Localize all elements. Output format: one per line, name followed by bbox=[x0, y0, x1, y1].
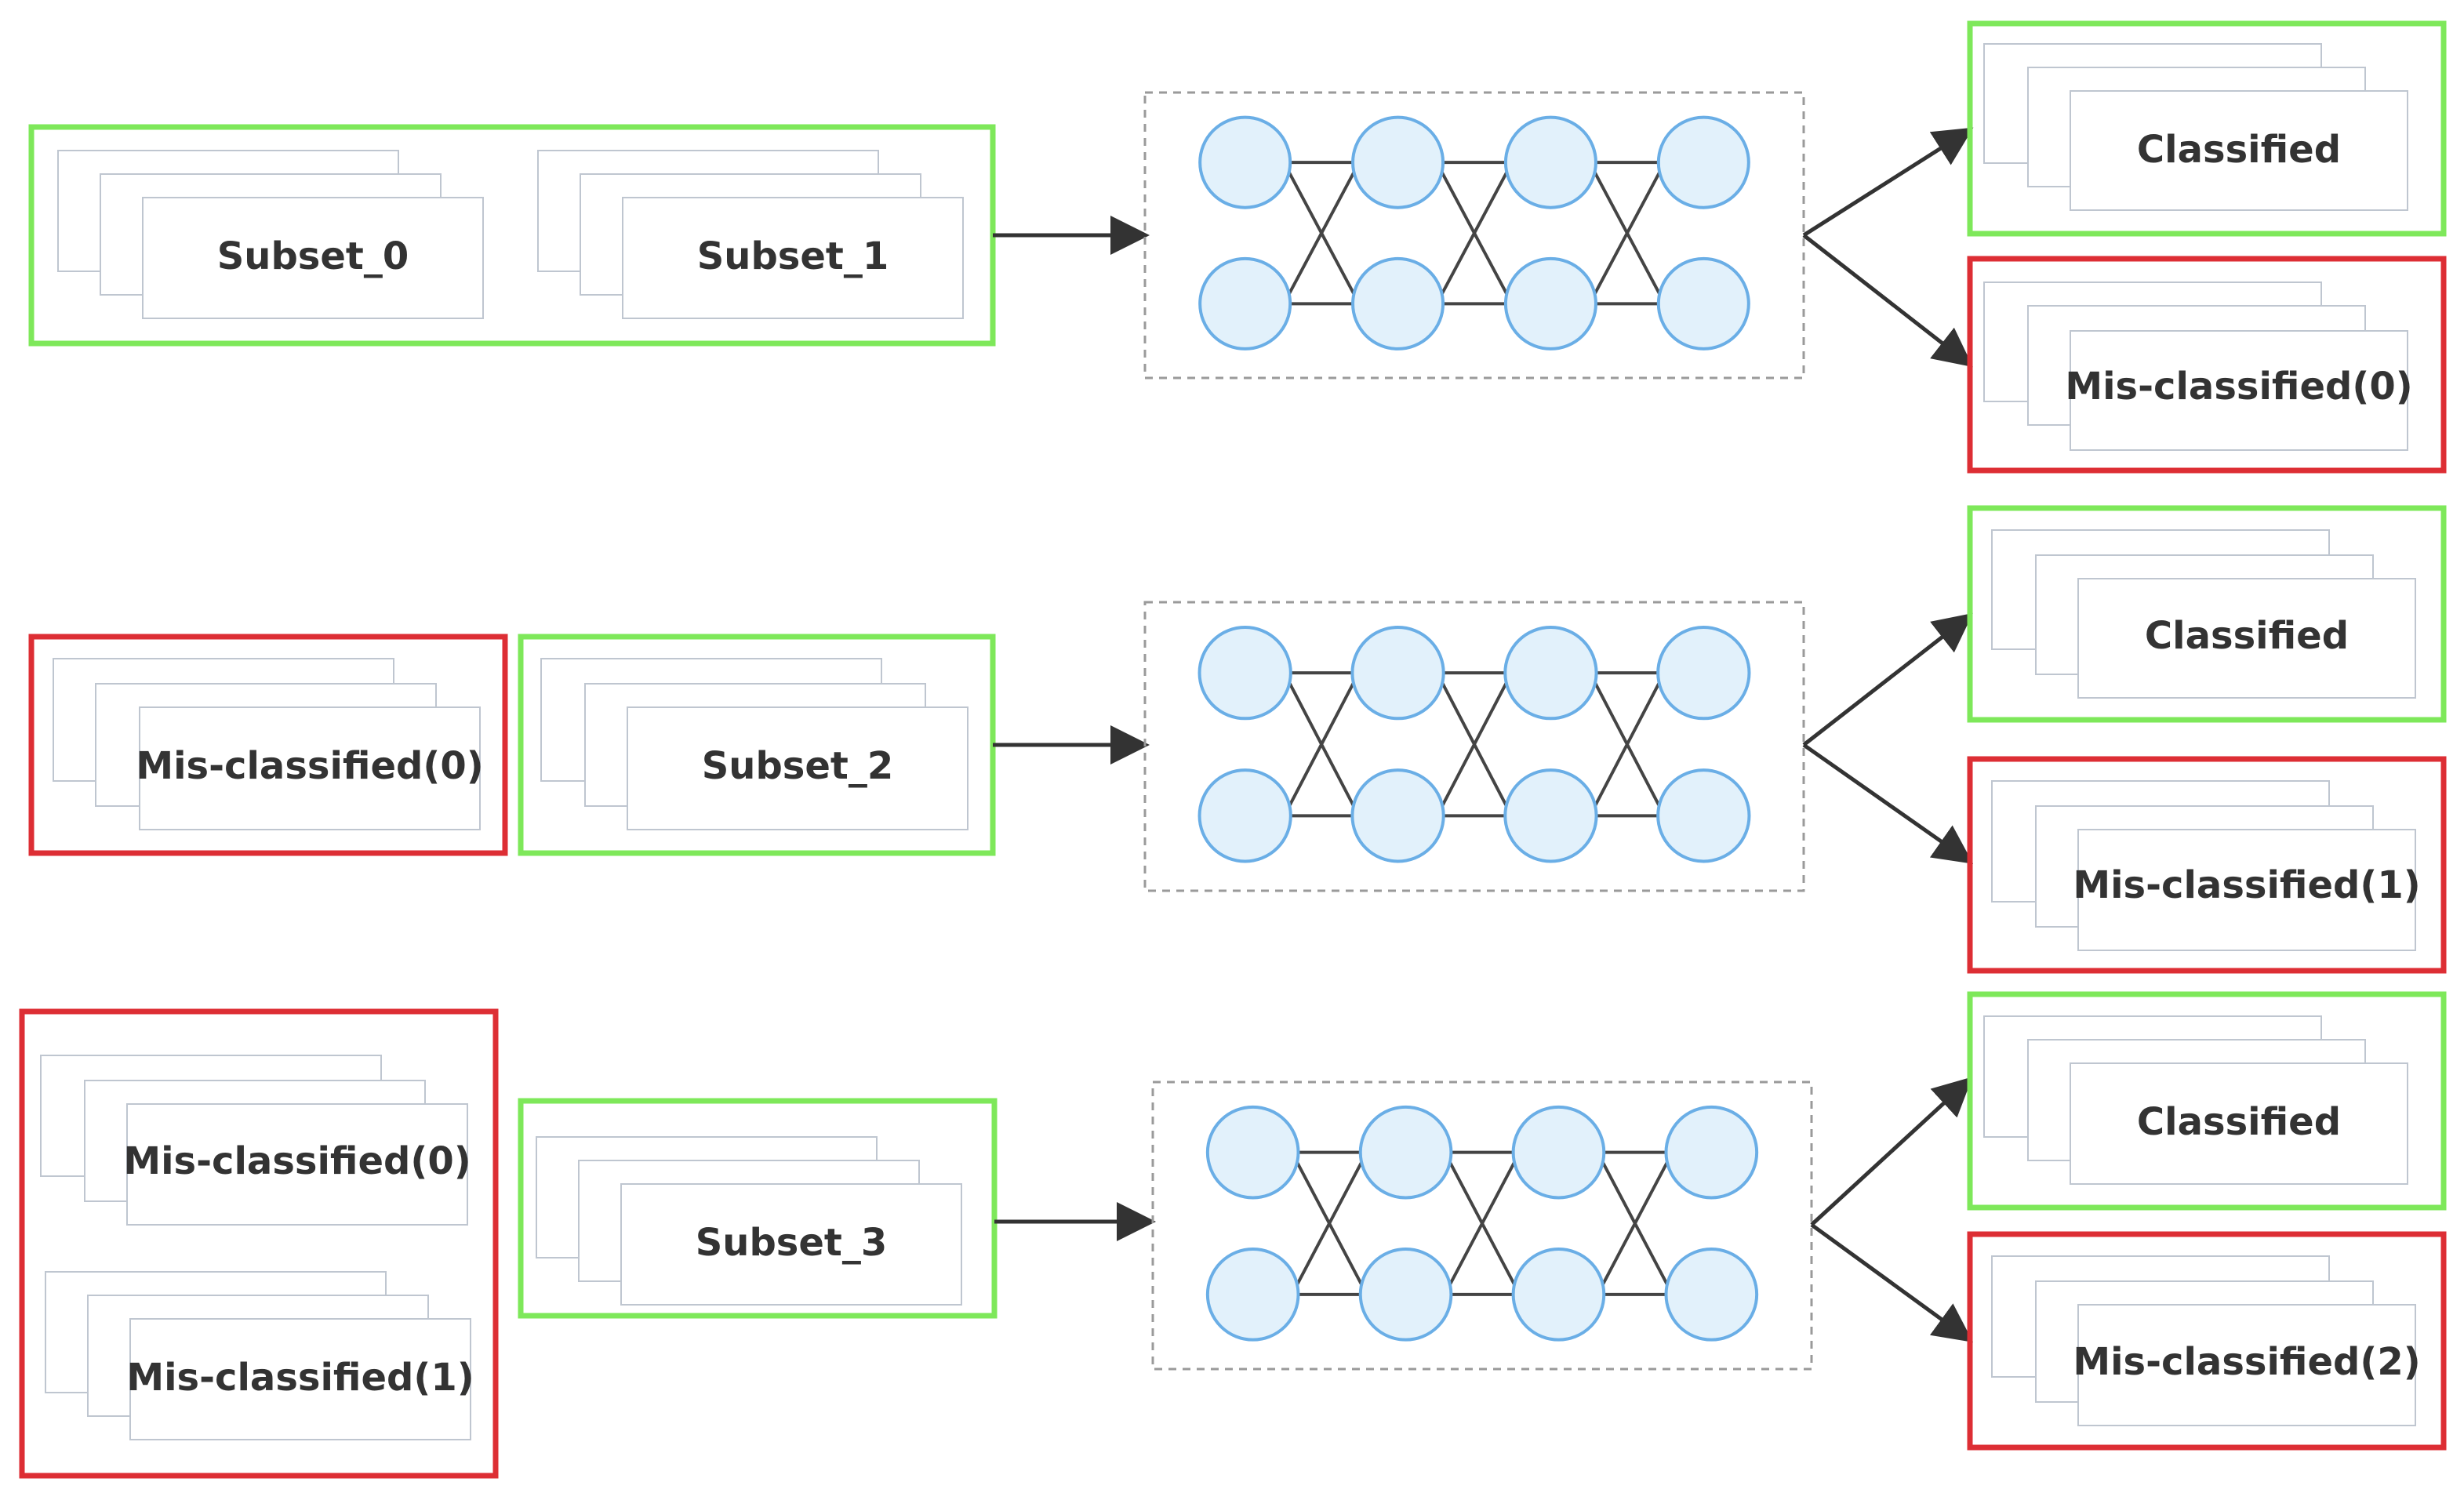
network-boundary bbox=[1151, 1081, 1813, 1371]
neuron-connection bbox=[1588, 162, 1666, 305]
card-stack-label: Mis-classified(0) bbox=[123, 1139, 471, 1183]
output-arrow-misclassified bbox=[1802, 234, 1973, 368]
card-stack: Classified bbox=[1983, 43, 2408, 211]
card-stack: Classified bbox=[1983, 1015, 2408, 1185]
neuron-connection bbox=[1435, 672, 1514, 817]
stack-card bbox=[2070, 1062, 2408, 1185]
card-stack-label: Subset_1 bbox=[697, 234, 889, 278]
neuron-connection bbox=[1282, 162, 1361, 305]
output-group-rejected bbox=[1967, 756, 2447, 974]
card-stack: Classified bbox=[1991, 529, 2416, 699]
stack-card bbox=[2070, 330, 2408, 451]
card-stack-label: Mis-classified(0) bbox=[136, 744, 483, 788]
neuron-node bbox=[1503, 768, 1598, 863]
neuron-node bbox=[1351, 115, 1445, 209]
card-stack-label: Classified bbox=[2137, 128, 2341, 172]
stack-card bbox=[2070, 90, 2408, 211]
input-group-accepted bbox=[518, 1098, 998, 1319]
stage-2: Mis-classified(0) Mis-classified(1) Subs… bbox=[19, 991, 2447, 1479]
card-stack: Subset_3 bbox=[536, 1136, 962, 1306]
card-stack: Mis-classified(2) bbox=[1991, 1255, 2421, 1426]
card-stack-label: Mis-classified(1) bbox=[2073, 863, 2420, 907]
neuron-node bbox=[1511, 1105, 1606, 1200]
stack-card bbox=[139, 706, 481, 830]
card-stack: Mis-classified(1) bbox=[1991, 780, 2421, 951]
neuron-node bbox=[1358, 1105, 1453, 1200]
output-group-accepted bbox=[1967, 991, 2447, 1211]
output-arrow-classified bbox=[1802, 127, 1974, 238]
card-stack-label: Mis-classified(2) bbox=[2073, 1340, 2420, 1384]
stack-card bbox=[142, 197, 484, 319]
card-stack-label: Subset_0 bbox=[217, 234, 409, 278]
neuron-node bbox=[1511, 1248, 1606, 1342]
card-stack: Mis-classified(0) bbox=[1983, 281, 2413, 451]
output-arrow-classified bbox=[1802, 612, 1973, 746]
stack-card bbox=[2077, 1304, 2416, 1426]
neural-network bbox=[1151, 1081, 1813, 1371]
stack-card bbox=[2077, 578, 2416, 699]
stack-card bbox=[129, 1318, 471, 1440]
neuron-connection bbox=[1596, 1151, 1674, 1295]
card-stack-label: Subset_2 bbox=[702, 744, 894, 788]
neuron-node bbox=[1351, 256, 1445, 350]
network-boundary bbox=[1143, 601, 1805, 892]
neuron-node bbox=[1197, 626, 1292, 721]
neuron-node bbox=[1205, 1248, 1300, 1342]
output-arrow-classified bbox=[1810, 1077, 1973, 1226]
neuron-node bbox=[1358, 1248, 1453, 1342]
neuron-connection bbox=[1282, 672, 1361, 817]
card-stack-label: Classified bbox=[2145, 614, 2349, 658]
stack-card bbox=[620, 1183, 962, 1306]
neuron-node bbox=[1503, 626, 1598, 721]
neuron-node bbox=[1197, 768, 1292, 863]
neuron-connection bbox=[1290, 1151, 1368, 1295]
neuron-node bbox=[1656, 115, 1750, 209]
card-stack: Mis-classified(1) bbox=[45, 1271, 474, 1440]
card-stack: Mis-classified(0) bbox=[53, 658, 484, 830]
neuron-node bbox=[1198, 115, 1292, 209]
neuron-node bbox=[1503, 115, 1597, 209]
stack-card bbox=[2077, 829, 2416, 951]
neuron-node bbox=[1664, 1105, 1759, 1200]
card-stack-label: Subset_3 bbox=[696, 1221, 888, 1265]
output-group-rejected bbox=[1967, 1231, 2447, 1451]
neuron-node bbox=[1198, 256, 1292, 350]
neuron-node bbox=[1503, 256, 1597, 350]
neuron-node bbox=[1350, 626, 1445, 721]
card-stack: Mis-classified(0) bbox=[40, 1055, 471, 1226]
neuron-node bbox=[1664, 1248, 1759, 1342]
input-group-rejected bbox=[19, 1008, 499, 1479]
output-group-accepted bbox=[1967, 505, 2447, 723]
stage-0: Subset_0 Subset_1 Classified Mis-classif… bbox=[28, 20, 2447, 474]
neural-network bbox=[1143, 601, 1805, 892]
card-stack-label: Mis-classified(1) bbox=[126, 1356, 474, 1400]
card-stack-label: Mis-classified(0) bbox=[2065, 365, 2412, 409]
card-stack: Subset_2 bbox=[540, 658, 969, 830]
stack-card bbox=[627, 706, 969, 830]
output-arrow-misclassified bbox=[1802, 743, 1974, 864]
card-stack-label: Classified bbox=[2137, 1100, 2341, 1144]
neuron-node bbox=[1656, 256, 1750, 350]
network-boundary bbox=[1143, 91, 1805, 380]
neuron-connection bbox=[1443, 1151, 1521, 1295]
stack-card bbox=[126, 1103, 468, 1226]
neuron-node bbox=[1656, 626, 1751, 721]
neuron-connection bbox=[1435, 162, 1514, 305]
neuron-node bbox=[1656, 768, 1751, 863]
card-stack: Subset_0 bbox=[57, 150, 484, 319]
neuron-connection bbox=[1588, 672, 1666, 817]
output-group-rejected bbox=[1967, 256, 2447, 474]
stack-card bbox=[622, 197, 964, 319]
stage-1: Mis-classified(0) Subset_2 Classified Mi… bbox=[28, 505, 2447, 974]
card-stack: Subset_1 bbox=[537, 150, 964, 319]
output-arrow-misclassified bbox=[1810, 1222, 1974, 1342]
output-group-accepted bbox=[1967, 20, 2447, 237]
neural-network bbox=[1143, 91, 1805, 380]
input-group-rejected bbox=[28, 634, 508, 856]
neuron-node bbox=[1350, 768, 1445, 863]
neuron-node bbox=[1205, 1105, 1300, 1200]
